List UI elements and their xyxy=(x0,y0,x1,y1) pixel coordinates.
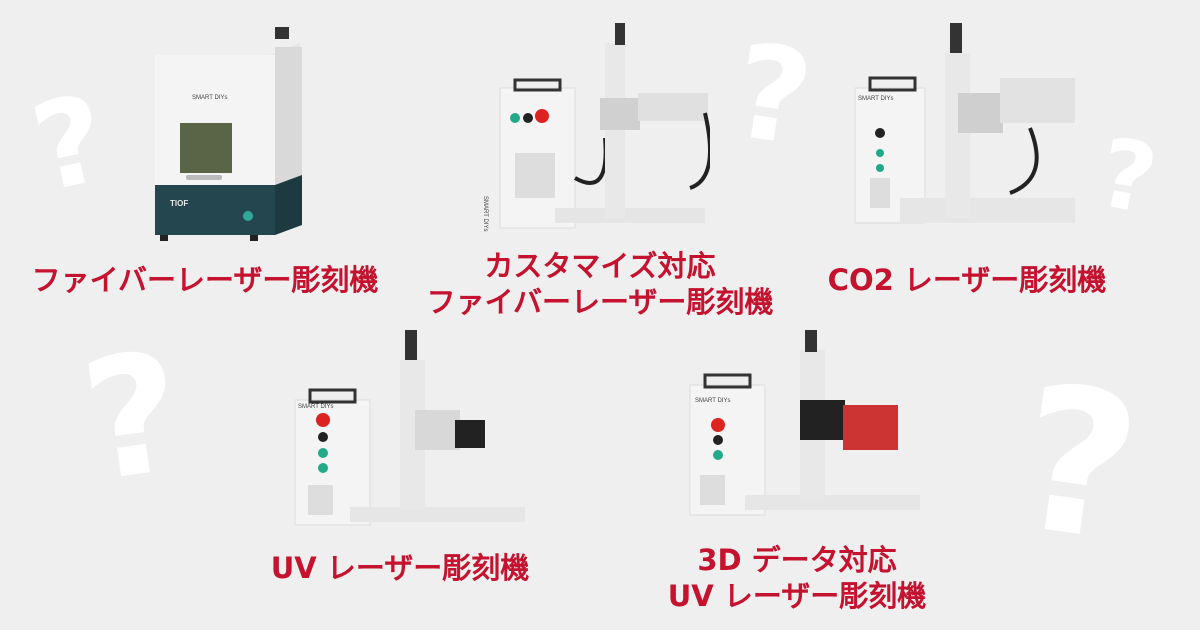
label-line: UV レーザー彫刻機 xyxy=(667,579,927,613)
label-line: ファイバーレーザー彫刻機 xyxy=(31,263,379,297)
machine-model-text: SMART DIYs xyxy=(695,398,731,404)
product-label-custom-fiber: カスタマイズ対応 ファイバーレーザー彫刻機 xyxy=(427,248,774,320)
label-line: ファイバーレーザー彫刻機 xyxy=(426,285,774,319)
3d-uv-laser-image xyxy=(689,330,920,516)
question-mark-decoration: ? xyxy=(724,14,821,176)
label-line: 3D データ対応 xyxy=(697,543,897,577)
customizable-fiber-laser-image xyxy=(499,23,710,229)
product-label-uv: UV レーザー彫刻機 xyxy=(271,550,530,586)
question-mark-decoration: ? xyxy=(72,315,194,519)
machine-brand-text: TIOF xyxy=(170,199,189,208)
enclosed-fiber-laser-image xyxy=(155,27,302,241)
machine-model-text: SMART DIYs xyxy=(192,95,228,101)
product-label-fiber: ファイバーレーザー彫刻機 xyxy=(32,262,379,298)
label-line: UV レーザー彫刻機 xyxy=(270,551,530,585)
product-label-co2: CO2 レーザー彫刻機 xyxy=(828,262,1107,298)
machine-model-text: SMART DIYs xyxy=(298,404,334,410)
question-mark-decoration: ? xyxy=(1004,341,1152,588)
machine-model-text: SMART DIYs xyxy=(858,96,894,102)
question-mark-decoration: ? xyxy=(21,69,119,220)
product-label-3d-uv: 3D データ対応 UV レーザー彫刻機 xyxy=(668,542,927,614)
uv-laser-image xyxy=(294,330,525,526)
co2-laser-image xyxy=(854,23,1075,224)
label-line: カスタマイズ対応 xyxy=(484,249,716,283)
machine-model-text: SMART DIYs xyxy=(482,196,488,232)
label-line: CO2 レーザー彫刻機 xyxy=(827,263,1107,297)
question-mark-decoration: ? xyxy=(1090,118,1165,236)
